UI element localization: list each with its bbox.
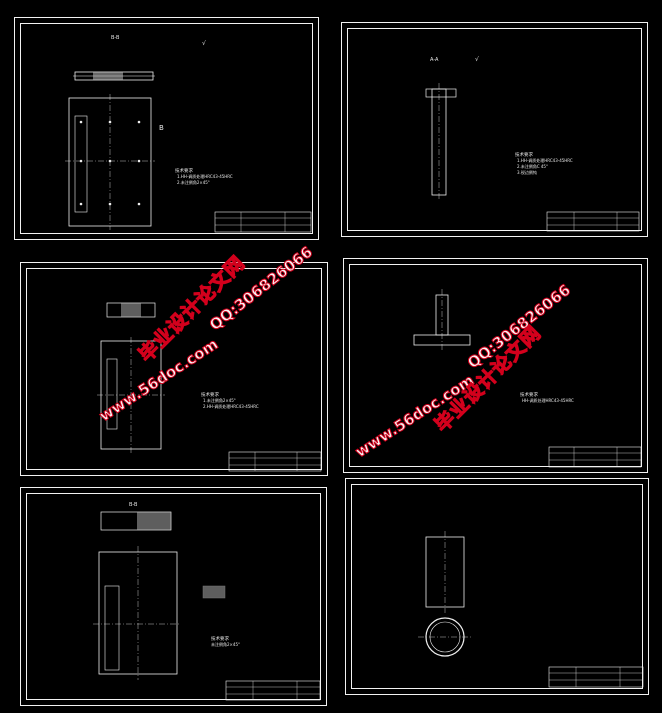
sheet-5-note-title: 技术要求 (211, 635, 229, 642)
sheet-1-inner-border (20, 23, 313, 234)
hole-pattern (79, 120, 141, 206)
sheet-4-note-title: 技术要求 (520, 391, 538, 398)
sheet-5-inner-border (26, 493, 321, 700)
drawing-sheet-5: B-B 技术要求 未注倒角2×45° (20, 487, 327, 706)
hatch-area (121, 303, 141, 317)
title-block (548, 666, 644, 688)
hatch-area (137, 512, 171, 530)
sheet-2-view-label: A-A (430, 57, 439, 63)
sheet-1-view-label: B-B (111, 35, 120, 41)
slot-left (104, 585, 120, 671)
sheet-1-note-1: 1.HH-调质处理HRC43-45HRC (177, 173, 233, 179)
hatch-area (93, 72, 123, 80)
sheet-2-note-3: 3.锐边倒钝 (517, 169, 537, 175)
drawing-sheet-3: 技术要求 1.未注倒角2×45° 2.HH-调质处理HRC43-45HRC (20, 262, 328, 476)
sheet-5-view-label: B-B (129, 502, 138, 508)
drawing-sheet-2: A-A √ 技术要求 1.HH-调质处理HRC43-45HRC 2.未注倒角C … (341, 22, 648, 237)
sheet-6-inner-border (351, 484, 643, 689)
sheet-6-drawing (418, 531, 644, 688)
sheet-3-note-1: 1.未注倒角2×45° (203, 397, 236, 403)
sheet-2-inner-border (347, 28, 642, 231)
sheet-3-drawing: 技术要求 1.未注倒角2×45° 2.HH-调质处理HRC43-45HRC (97, 302, 322, 472)
sheet-3-note-2: 2.HH-调质处理HRC43-45HRC (203, 403, 259, 409)
drawing-sheet-4: 技术要求 HH-调质处理HRC43-45HRC (343, 258, 648, 473)
title-block (548, 446, 642, 468)
title-block (228, 451, 322, 472)
sheet-2-drawing: A-A √ 技术要求 1.HH-调质处理HRC43-45HRC 2.未注倒角C … (425, 56, 640, 232)
sheet-4-inner-border (349, 264, 642, 467)
sheet-1-note-2: 2.未注倒角2×45° (177, 179, 210, 185)
drawing-sheet-6 (345, 478, 649, 695)
sheet-5-drawing: B-B 技术要求 未注倒角2×45° (93, 502, 321, 701)
sheet-4-note-1: HH-调质处理HRC43-45HRC (522, 397, 574, 403)
sheet-3-note-title: 技术要求 (201, 391, 219, 398)
section-mark: B (159, 124, 164, 132)
sheet-2-note-2: 2.未注倒角C 45° (517, 163, 548, 169)
roughness-symbol: √ (202, 40, 206, 47)
detail-section (202, 585, 226, 599)
sheet-1-note-title: 技术要求 (175, 167, 193, 174)
sheet-5-note-1: 未注倒角2×45° (211, 641, 240, 647)
title-block (546, 211, 640, 232)
roughness-symbol: √ (475, 56, 479, 63)
slot-left (106, 358, 118, 430)
sheet-1-drawing: B-B √ B 技术要求 1.HH-调质处理HRC43-45HRC 2.未注倒角… (65, 35, 312, 233)
shaft-head (425, 88, 457, 98)
sheet-2-note-1: 1.HH-调质处理HRC43-45HRC (517, 157, 573, 163)
sheet-3-inner-border (26, 268, 322, 470)
sheet-4-drawing: 技术要求 HH-调质处理HRC43-45HRC (413, 289, 642, 468)
sheet-2-note-title: 技术要求 (515, 151, 533, 158)
drawing-sheet-1: B-B √ B 技术要求 1.HH-调质处理HRC43-45HRC 2.未注倒角… (14, 17, 319, 240)
slot-left (74, 115, 88, 213)
title-block (225, 680, 321, 701)
title-block (214, 211, 312, 233)
